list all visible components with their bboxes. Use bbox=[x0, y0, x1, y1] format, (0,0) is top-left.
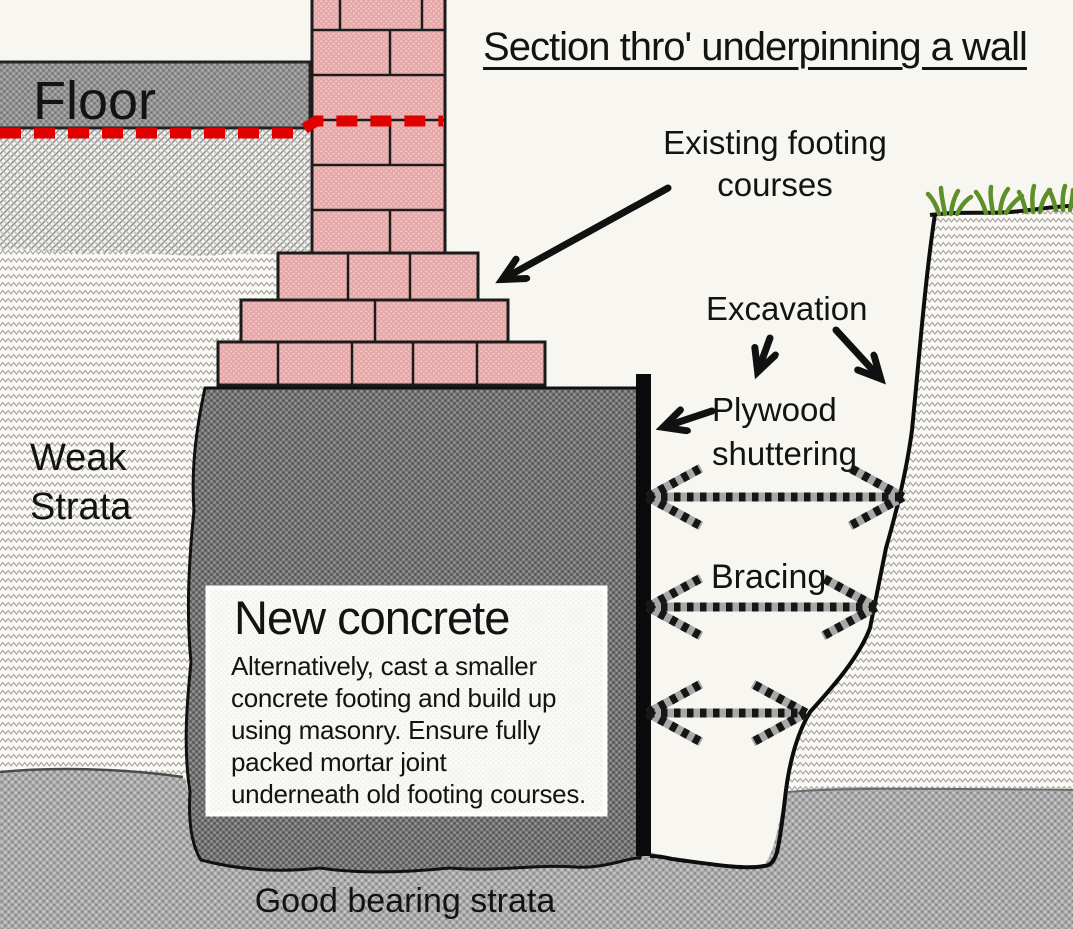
hardcore-layer bbox=[0, 128, 310, 256]
existing-footing-courses bbox=[216, 251, 547, 387]
excavation-label: Excavation bbox=[706, 290, 868, 327]
note-line-1: Alternatively, cast a smaller bbox=[231, 651, 537, 681]
plywood-arrow bbox=[664, 411, 716, 427]
diagram-title: Section thro' underpinning a wall bbox=[438, 25, 1072, 70]
dpc-red-dashed-line bbox=[0, 115, 443, 139]
weak-strata-label: Weak Strata bbox=[30, 434, 131, 532]
note-line-5: underneath old footing courses. bbox=[231, 779, 586, 809]
strata-boundary-right bbox=[787, 787, 1073, 793]
right-ground-region bbox=[786, 206, 1073, 798]
excavation-arrow-left bbox=[758, 334, 770, 371]
excavation-arrow-right bbox=[832, 326, 880, 378]
plywood-shuttering-bar bbox=[636, 374, 651, 856]
existing-footing-arrow bbox=[503, 184, 672, 279]
bracing-label: Bracing bbox=[711, 558, 827, 596]
existing-footing-line2: courses bbox=[717, 166, 833, 203]
plywood-shuttering-label: Plywood shuttering bbox=[712, 388, 857, 476]
existing-footing-label: Existing footing courses bbox=[645, 122, 905, 206]
note-box bbox=[205, 585, 608, 817]
strata-boundary-left bbox=[0, 767, 184, 779]
weak-strata-region bbox=[0, 248, 278, 800]
plywood-line1: Plywood bbox=[712, 391, 837, 428]
bracing-arrow-bottom bbox=[645, 680, 809, 746]
weak-strata-line2: Strata bbox=[30, 486, 132, 528]
new-concrete-note: Alternatively, cast a smaller concrete f… bbox=[231, 650, 586, 810]
annotation-arrows bbox=[503, 184, 880, 427]
existing-footing-line1: Existing footing bbox=[663, 124, 887, 161]
diagram-title-text: Section thro' underpinning a wall bbox=[483, 25, 1028, 69]
weak-strata-line1: Weak bbox=[30, 437, 127, 479]
bracing-arrow-top bbox=[645, 464, 906, 530]
note-line-2: concrete footing and build up bbox=[231, 683, 557, 713]
floor-label: Floor bbox=[33, 71, 157, 131]
grass-tufts bbox=[925, 183, 1073, 217]
new-concrete-heading: New concrete bbox=[234, 591, 510, 644]
floor-slab bbox=[0, 60, 312, 130]
note-line-4: packed mortar joint bbox=[231, 747, 447, 777]
bracing-arrows bbox=[645, 464, 906, 746]
bracing-arrow-middle bbox=[645, 574, 879, 640]
excavation-cut-line bbox=[649, 213, 937, 870]
plywood-line2: shuttering bbox=[712, 435, 857, 472]
good-bearing-strata-label: Good bearing strata bbox=[254, 882, 556, 920]
note-line-3: using masonry. Ensure fully bbox=[231, 715, 541, 745]
